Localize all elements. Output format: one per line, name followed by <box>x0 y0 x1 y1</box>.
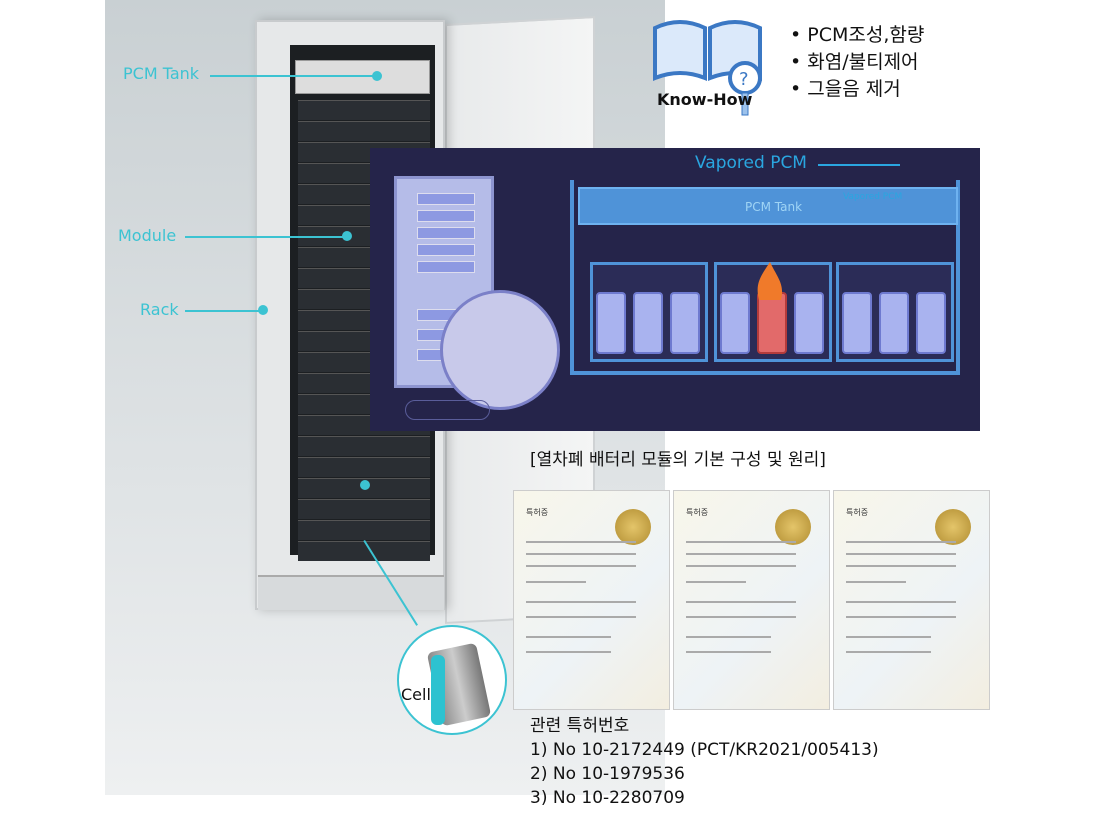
knowhow-bullet: • PCM조성,함량 <box>790 24 925 46</box>
flame-icon <box>757 262 783 300</box>
battery-cell <box>633 292 663 354</box>
seal-icon <box>775 509 811 545</box>
module-zoom-illustration <box>440 290 560 410</box>
know-how-label: Know-How <box>657 90 753 109</box>
battery-module <box>298 436 430 456</box>
patent-item: 2) No 10-1979536 <box>530 764 685 784</box>
battery-cell <box>794 292 824 354</box>
seal-icon <box>615 509 651 545</box>
label-rack: Rack <box>140 300 179 319</box>
label-module: Module <box>118 226 177 245</box>
patent-certificate: 특허증 <box>513 490 670 710</box>
seal-icon <box>935 509 971 545</box>
rack-pcm-tank <box>295 60 430 94</box>
knowhow-bullet: • 그을음 제거 <box>790 78 901 100</box>
certificate-title: 특허증 <box>686 508 709 517</box>
rack-base <box>258 575 444 610</box>
battery-module <box>298 457 430 477</box>
battery-cell <box>596 292 626 354</box>
certificate-title: 특허증 <box>526 508 549 517</box>
patent-certificate: 특허증 <box>833 490 990 710</box>
battery-cell <box>720 292 750 354</box>
pcm-tank <box>578 187 958 225</box>
knowhow-bullet: • 화염/불티제어 <box>790 51 919 73</box>
battery-cell <box>842 292 872 354</box>
patent-title: 관련 특허번호 <box>530 716 630 736</box>
battery-cell <box>670 292 700 354</box>
certificate-title: 특허증 <box>846 508 869 517</box>
label-pcm-tank: PCM Tank <box>123 64 200 83</box>
cell-label: Cell <box>401 685 431 704</box>
patent-item: 3) No 10-2280709 <box>530 788 685 808</box>
battery-module <box>298 100 430 120</box>
vapored-pcm-label: Vapored PCM <box>695 153 807 173</box>
patent-certificate: 특허증 <box>673 490 830 710</box>
battery-module <box>298 499 430 519</box>
battery-cell <box>757 292 787 354</box>
patent-item: 1) No 10-2172449 (PCT/KR2021/005413) <box>530 740 879 760</box>
battery-module <box>298 541 430 561</box>
battery-module <box>298 520 430 540</box>
patent-list: 관련 특허번호 1) No 10-2172449 (PCT/KR2021/005… <box>530 714 879 810</box>
cell-callout: Cell <box>397 625 507 735</box>
battery-cell <box>879 292 909 354</box>
pcm-tank-label: PCM Tank <box>745 200 803 214</box>
know-how-icon: ? <box>650 8 765 118</box>
diagram-caption: [열차폐 배터리 모듈의 기본 구성 및 원리] <box>530 450 826 470</box>
battery-module <box>298 121 430 141</box>
svg-text:?: ? <box>739 69 749 90</box>
pcm-tank-frame <box>570 180 960 375</box>
vapored-pcm-small-label: Vapored PCM <box>843 192 903 202</box>
battery-cell <box>916 292 946 354</box>
